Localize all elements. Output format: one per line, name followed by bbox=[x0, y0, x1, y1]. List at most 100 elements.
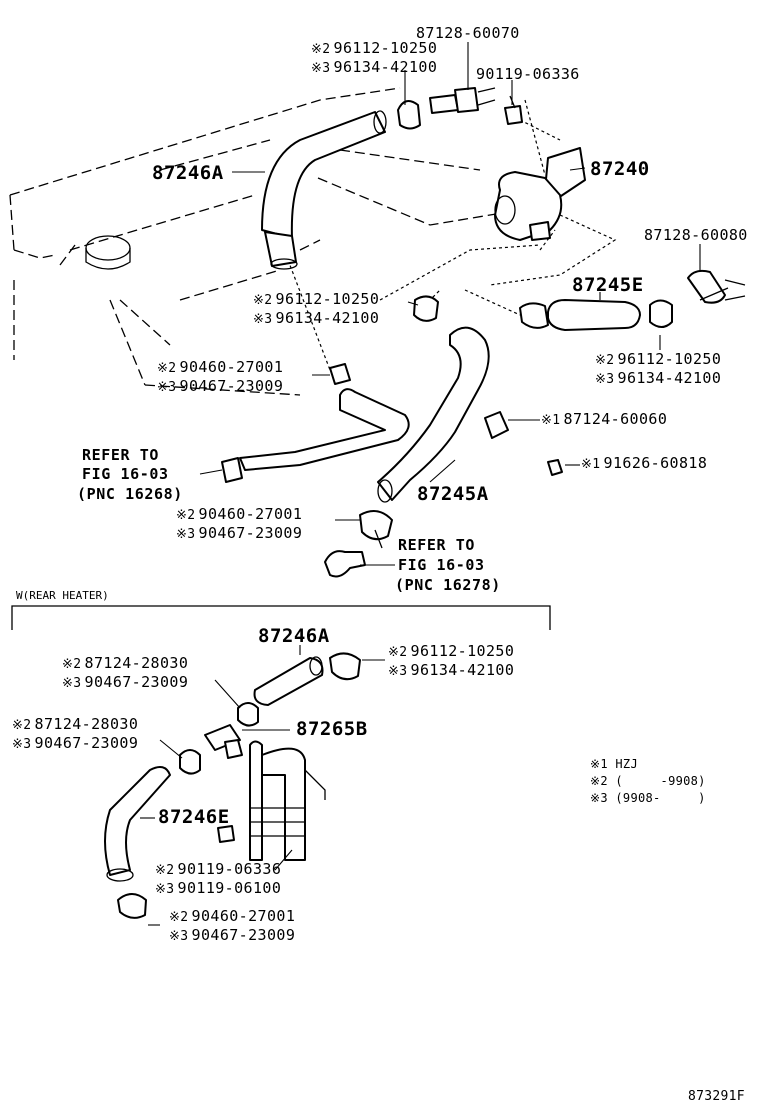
part-number: 90119-06100 bbox=[177, 879, 282, 897]
hose-refer-16268 bbox=[221, 363, 410, 483]
note-mark: ※3 bbox=[253, 312, 273, 327]
note-mark: ※2 bbox=[176, 508, 196, 523]
note-mark: ※2 bbox=[311, 42, 331, 57]
note-mark: ※2 bbox=[595, 353, 615, 368]
note-mark: ※3 bbox=[311, 61, 331, 76]
part-number: 87124-28030 bbox=[84, 654, 189, 672]
fitting-87128-60070 bbox=[429, 87, 496, 114]
part-number: 90467-23009 bbox=[179, 377, 284, 395]
refer-1-line3[interactable]: (PNC 16268) bbox=[77, 485, 183, 503]
part-87246A-rear[interactable]: 87246A bbox=[258, 625, 330, 647]
clamp-top bbox=[397, 100, 421, 130]
note-mark: ※2 bbox=[388, 645, 408, 660]
part-87240[interactable]: 87240 bbox=[590, 158, 650, 180]
clamp-rear-bottom bbox=[117, 893, 147, 919]
refer-2-line2[interactable]: FIG 16-03 bbox=[398, 556, 485, 574]
rear-heater-frame bbox=[11, 605, 551, 630]
legend-line-2: ※2 ( -9908) bbox=[590, 774, 706, 788]
note-mark: ※2 bbox=[169, 910, 189, 925]
figure-code: 873291F bbox=[688, 1089, 745, 1104]
part-number: 96134-42100 bbox=[617, 369, 722, 387]
part-number: 96112-10250 bbox=[333, 39, 438, 57]
dashed-routing bbox=[287, 99, 617, 371]
refer-1-line1: REFER TO bbox=[82, 446, 160, 464]
bolt-rear bbox=[217, 825, 235, 843]
note-mark: ※2 bbox=[155, 863, 175, 878]
leader-lines bbox=[140, 42, 701, 926]
valve-87240 bbox=[494, 147, 586, 241]
fitting-87265B bbox=[204, 724, 243, 759]
clamp-mid bbox=[413, 295, 439, 322]
note-mark: ※3 bbox=[176, 527, 196, 542]
part-87245E[interactable]: 87245E bbox=[572, 274, 644, 296]
part-90119-06336[interactable]: 90119-06336 bbox=[476, 65, 580, 83]
refer-2-line3[interactable]: (PNC 16278) bbox=[395, 576, 501, 594]
fitting-87128-60080 bbox=[687, 269, 746, 304]
part-number: 90460-27001 bbox=[191, 907, 296, 925]
clamp-rear-1 bbox=[237, 702, 259, 727]
legend-line-3: ※3 (9908- ) bbox=[590, 791, 706, 805]
part-number: 96134-42100 bbox=[333, 58, 438, 76]
note-mark: ※2 bbox=[62, 657, 82, 672]
clamp-rear-2 bbox=[179, 749, 201, 775]
part-87245A[interactable]: 87245A bbox=[417, 483, 489, 505]
clamp-lower bbox=[359, 510, 393, 549]
note-mark: ※3 bbox=[388, 664, 408, 679]
note-mark: ※2 bbox=[157, 361, 177, 376]
hose-87246A-top bbox=[261, 110, 387, 270]
refer-2-line1: REFER TO bbox=[398, 536, 476, 554]
part-87128-60070[interactable]: 87128-60070 bbox=[416, 24, 520, 42]
part-number: 90119-06336 bbox=[177, 860, 282, 878]
hose-87245A bbox=[377, 326, 490, 503]
part-87265B[interactable]: 87265B bbox=[296, 718, 368, 740]
part-number: 90467-23009 bbox=[34, 734, 139, 752]
note-mark: ※3 bbox=[169, 929, 189, 944]
part-number: 87124-28030 bbox=[34, 715, 139, 733]
part-87246E[interactable]: 87246E bbox=[158, 806, 230, 828]
note-mark: ※2 bbox=[12, 718, 32, 733]
note-mark: ※1 bbox=[581, 457, 601, 472]
part-87246A-top[interactable]: 87246A bbox=[152, 162, 224, 184]
note-mark: ※1 bbox=[541, 413, 561, 428]
section-title-rear-heater: W(REAR HEATER) bbox=[16, 589, 109, 602]
part-number: 87124-60060 bbox=[563, 410, 668, 428]
note-mark: ※3 bbox=[155, 882, 175, 897]
part-number: 90460-27001 bbox=[179, 358, 284, 376]
note-mark: ※2 bbox=[253, 293, 273, 308]
refer-1-line2[interactable]: FIG 16-03 bbox=[82, 465, 169, 483]
bolt-90119-06336 bbox=[504, 95, 523, 125]
note-mark: ※3 bbox=[62, 676, 82, 691]
part-number: 90460-27001 bbox=[198, 505, 303, 523]
hose-87245E bbox=[519, 299, 673, 331]
rear-pipes bbox=[249, 740, 326, 861]
note-mark: ※3 bbox=[595, 372, 615, 387]
part-number: 96134-42100 bbox=[275, 309, 380, 327]
part-number: 90467-23009 bbox=[198, 524, 303, 542]
hose-87246E bbox=[104, 765, 171, 882]
part-87128-60080[interactable]: 87128-60080 bbox=[644, 226, 748, 244]
clamp-rear-right bbox=[329, 652, 361, 681]
